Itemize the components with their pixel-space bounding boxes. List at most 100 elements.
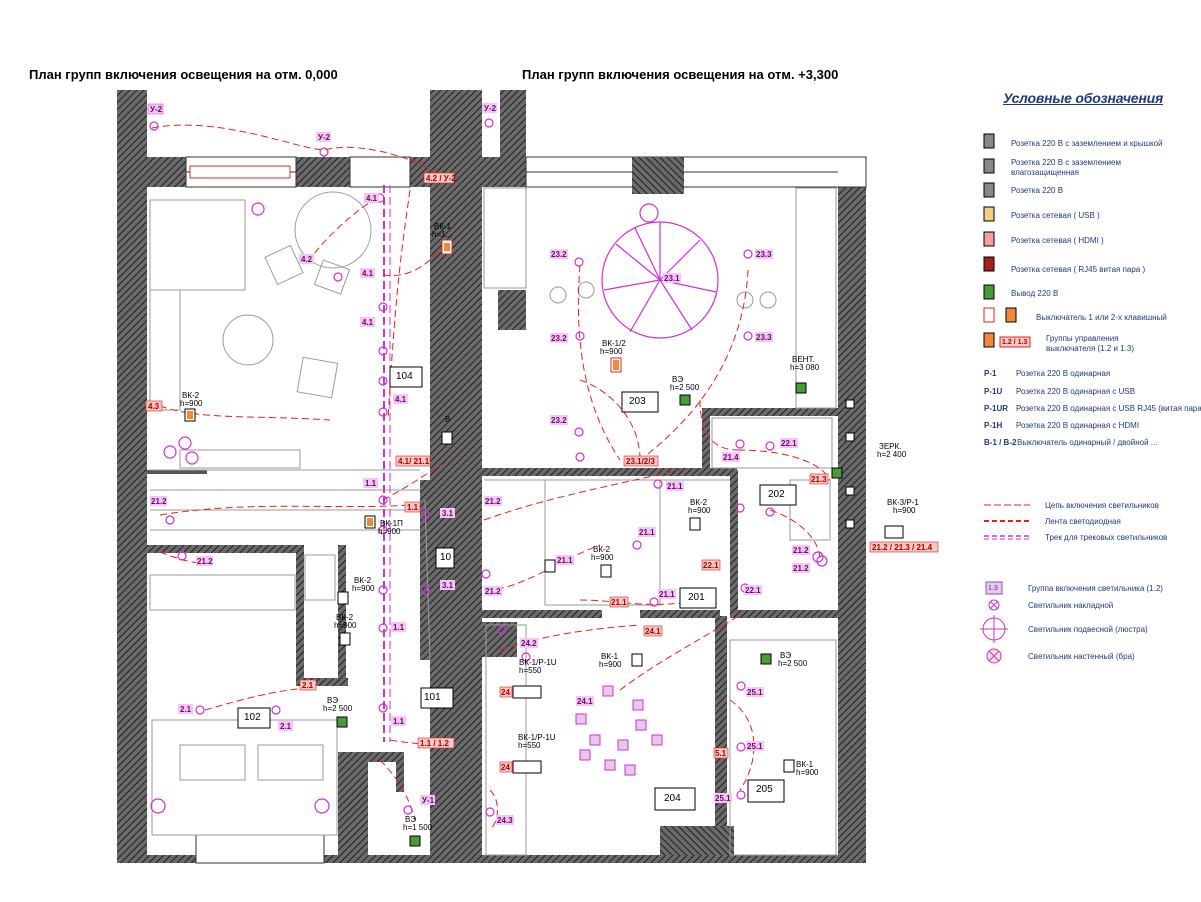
room-number: 202 xyxy=(768,489,785,500)
room-number: 101 xyxy=(424,692,441,703)
svg-text:21.1: 21.1 xyxy=(611,598,627,607)
svg-text:5.1: 5.1 xyxy=(715,749,727,758)
svg-text:21.2: 21.2 xyxy=(485,587,501,596)
legend-item: Розетка 220 В xyxy=(1011,186,1064,195)
legend-item: Вывод 220 В xyxy=(1011,289,1059,298)
svg-text:4.1: 4.1 xyxy=(366,194,378,203)
svg-text:23.2: 23.2 xyxy=(551,334,567,343)
ground-plan-title: План групп включения освещения на отм. 0… xyxy=(29,67,338,82)
legend-line-label: Цепь включения светильников xyxy=(1045,501,1159,510)
legend-item: Розетка сетевая ( RJ45 витая пара ) xyxy=(1011,265,1146,274)
svg-text:25.1: 25.1 xyxy=(747,688,763,697)
svg-text:ЗЕРК.: ЗЕРК. xyxy=(879,442,901,451)
room-number: 204 xyxy=(664,793,681,804)
upper-plan-title: План групп включения освещения на отм. +… xyxy=(522,67,839,82)
svg-text:h=900: h=900 xyxy=(352,584,375,593)
svg-text:ВК-1/Р-1U: ВК-1/Р-1U xyxy=(519,658,557,667)
legend-code-label: Выключатель одинарный / двойной ... xyxy=(1017,438,1158,447)
legend-lamp-label: Группа включения светильника (1.2) xyxy=(1028,584,1163,593)
svg-text:h=3 080: h=3 080 xyxy=(790,363,820,372)
svg-text:22.1: 22.1 xyxy=(781,439,797,448)
svg-text:h=550: h=550 xyxy=(519,666,542,675)
svg-text:У-1: У-1 xyxy=(422,796,435,805)
svg-text:ВЭ: ВЭ xyxy=(405,815,416,824)
svg-text:21.2: 21.2 xyxy=(197,557,213,566)
legend-item: Розетка 220 В с заземлением влагозащищен… xyxy=(1011,158,1121,177)
svg-text:4.3: 4.3 xyxy=(148,402,160,411)
svg-text:h=900: h=900 xyxy=(591,553,614,562)
svg-text:ВК-2: ВК-2 xyxy=(182,391,200,400)
legend-line-label: Лента светодиодная xyxy=(1045,517,1121,526)
svg-text:23.2: 23.2 xyxy=(551,416,567,425)
svg-text:h=900: h=900 xyxy=(600,347,623,356)
legend-lamp-label: Светильник накладной xyxy=(1028,601,1114,610)
svg-text:ВК-1П: ВК-1П xyxy=(380,519,403,528)
svg-text:23.3: 23.3 xyxy=(756,333,772,342)
legend-code: Р-1U xyxy=(984,387,1003,396)
svg-text:h=900: h=900 xyxy=(599,660,622,669)
legend-icons xyxy=(980,133,1031,664)
legend-code: Р-1UR xyxy=(984,404,1009,413)
svg-text:3.1: 3.1 xyxy=(442,581,454,590)
svg-text:h=900: h=900 xyxy=(334,621,357,630)
svg-text:h=1...: h=1... xyxy=(432,230,452,239)
room-number: 10 xyxy=(440,552,452,563)
svg-text:1.1: 1.1 xyxy=(407,503,419,512)
svg-text:24.3: 24.3 xyxy=(497,816,513,825)
svg-text:h=2 500: h=2 500 xyxy=(670,383,700,392)
svg-text:ВЭ: ВЭ xyxy=(672,375,683,384)
svg-text:h=900: h=900 xyxy=(796,768,819,777)
legend-group-tag: 1.2 / 1.3 xyxy=(1002,339,1028,346)
svg-text:h=900: h=900 xyxy=(688,506,711,515)
room-number: 203 xyxy=(629,396,646,407)
svg-text:ВК-2: ВК-2 xyxy=(354,576,372,585)
wall-east xyxy=(430,90,456,863)
svg-text:h=900: h=900 xyxy=(180,399,203,408)
upper-floor-plan: У-2 23.1 23.2 23.2 23.2 23.3 23.3 22.1 2… xyxy=(456,90,939,863)
legend-item: Розетка сетевая ( USB ) xyxy=(1011,211,1100,220)
legend-lamp-tag: 1.3 xyxy=(988,585,998,592)
svg-text:1.1: 1.1 xyxy=(365,479,377,488)
svg-text:ВК-2: ВК-2 xyxy=(690,498,708,507)
svg-text:21.2: 21.2 xyxy=(485,497,501,506)
ground-floor-plan: У-2 У-2 4.1 4.2 4.1 4.1 4.1 1.1 21.2 21.… xyxy=(117,90,456,864)
svg-text:23.1/2/3: 23.1/2/3 xyxy=(626,457,655,466)
svg-text:h=1 500: h=1 500 xyxy=(403,823,433,832)
svg-text:23.2: 23.2 xyxy=(551,250,567,259)
legend-code-label: Розетка 220 В одинарная с USB RJ45 (вита… xyxy=(1016,404,1201,413)
legend-code: Р-1H xyxy=(984,421,1003,430)
svg-text:24.1: 24.1 xyxy=(577,697,593,706)
legend-lamp-label: Светильник подвесной (люстра) xyxy=(1028,625,1148,634)
svg-text:ВЕНТ.: ВЕНТ. xyxy=(792,355,815,364)
svg-text:21.2: 21.2 xyxy=(793,564,809,573)
svg-text:У-2: У-2 xyxy=(150,105,163,114)
legend-code-label: Розетка 220 В одинарная с HDMI xyxy=(1016,421,1140,430)
svg-text:21.4: 21.4 xyxy=(723,453,739,462)
svg-text:22.1: 22.1 xyxy=(745,586,761,595)
svg-text:В: В xyxy=(445,415,450,424)
svg-text:ВЭ: ВЭ xyxy=(327,696,338,705)
room-number: 104 xyxy=(396,371,413,382)
svg-text:2.1: 2.1 xyxy=(180,705,192,714)
legend-line-label: Трек для трековых светильников xyxy=(1045,533,1168,542)
svg-text:h=2 400: h=2 400 xyxy=(877,450,907,459)
svg-text:23.3: 23.3 xyxy=(756,250,772,259)
svg-text:1.1 / 1.2: 1.1 / 1.2 xyxy=(420,739,449,748)
group-tag: У-2 xyxy=(147,103,164,115)
svg-text:3.1: 3.1 xyxy=(442,509,454,518)
svg-text:h=900: h=900 xyxy=(378,527,401,536)
svg-text:21.1: 21.1 xyxy=(659,590,675,599)
svg-text:21.1: 21.1 xyxy=(667,482,683,491)
svg-text:1.1: 1.1 xyxy=(393,717,405,726)
svg-text:ВК-1: ВК-1 xyxy=(796,760,814,769)
legend-item: Выключатель 1 или 2-х клавишный xyxy=(1036,313,1167,322)
svg-text:4.1/ 21.1: 4.1/ 21.1 xyxy=(398,457,430,466)
svg-text:ВК-2: ВК-2 xyxy=(593,545,611,554)
svg-text:24: 24 xyxy=(501,763,510,772)
room-number: 201 xyxy=(688,592,705,603)
svg-text:h=2 500: h=2 500 xyxy=(778,659,808,668)
svg-text:У-2: У-2 xyxy=(484,104,497,113)
svg-text:21.1: 21.1 xyxy=(639,528,655,537)
wall-west xyxy=(117,90,147,863)
